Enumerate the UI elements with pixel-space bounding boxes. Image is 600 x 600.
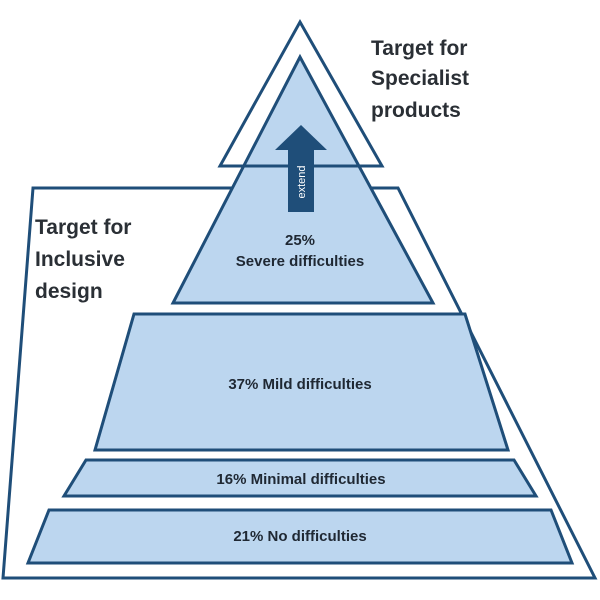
inclusive-label-line1: Target for (35, 216, 131, 239)
extend-arrow (275, 125, 327, 212)
tier-none (25, 508, 575, 565)
tier-minimal-label: 16% Minimal difficulties (216, 471, 385, 488)
tier-none-label: 21% No difficulties (233, 528, 366, 545)
specialist-label-line3: products (371, 99, 461, 122)
inclusive-label-line3: design (35, 280, 103, 303)
tier-mild-label: 37% Mild difficulties (228, 376, 371, 393)
tier-severe-label: Severe difficulties (236, 253, 364, 270)
extend-arrow-label: extend (296, 165, 308, 198)
tier-severe-percent: 25% (285, 232, 315, 249)
specialist-label-line2: Specialist (371, 67, 469, 90)
inclusive-label-line2: Inclusive (35, 248, 125, 271)
tier-mild (93, 312, 511, 452)
specialist-label-line1: Target for (371, 37, 467, 60)
tier-minimal (61, 458, 539, 498)
